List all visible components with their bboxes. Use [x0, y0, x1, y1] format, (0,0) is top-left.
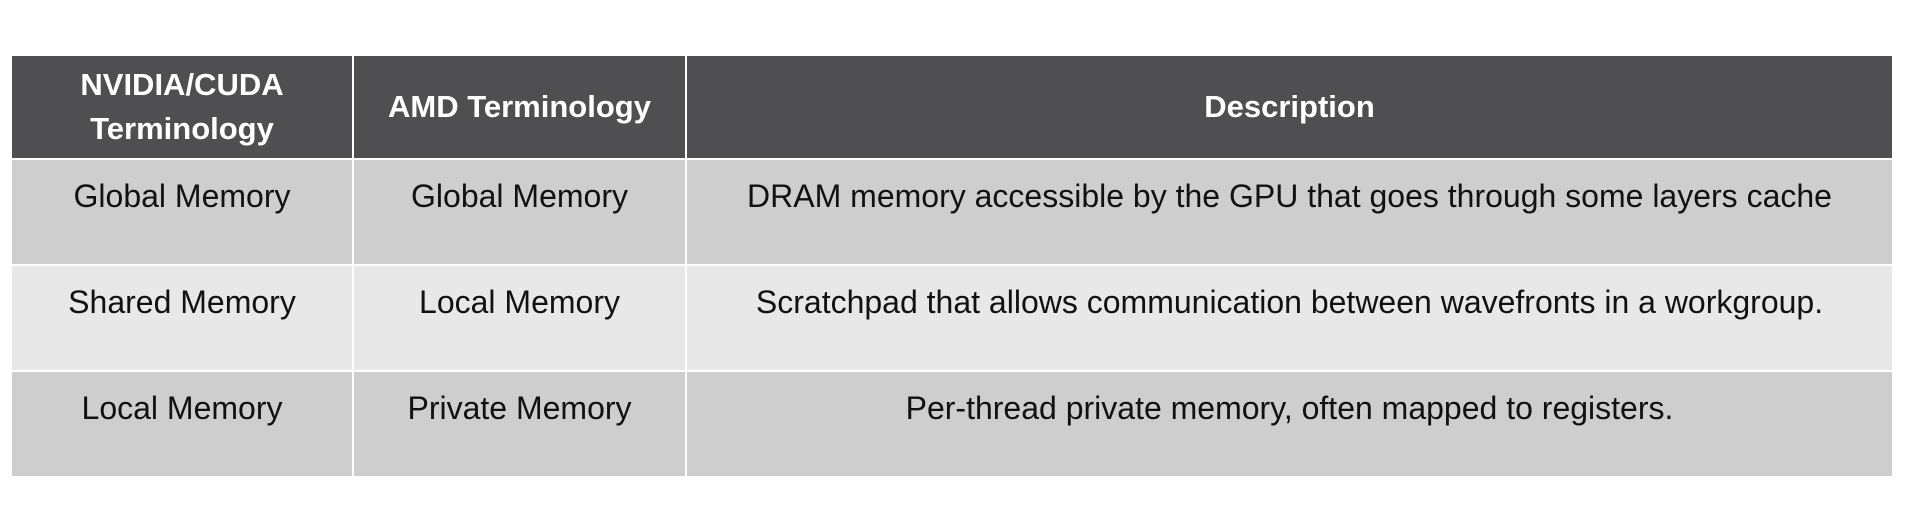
- header-description: Description: [685, 54, 1894, 160]
- cell-nvidia-term: Local Memory: [10, 370, 354, 478]
- cell-amd-term: Global Memory: [352, 158, 687, 266]
- cell-amd-term: Local Memory: [352, 264, 687, 372]
- table-header: NVIDIA/CUDA Terminology AMD Terminology …: [10, 54, 1894, 160]
- cell-description: DRAM memory accessible by the GPU that g…: [685, 158, 1894, 266]
- terminology-table-container: NVIDIA/CUDA Terminology AMD Terminology …: [10, 54, 1894, 478]
- cell-description: Scratchpad that allows communication bet…: [685, 264, 1894, 372]
- table-body: Global Memory Global Memory DRAM memory …: [10, 158, 1894, 478]
- header-amd: AMD Terminology: [352, 54, 687, 160]
- cell-nvidia-term: Global Memory: [10, 158, 354, 266]
- cell-nvidia-term: Shared Memory: [10, 264, 354, 372]
- table-row: Global Memory Global Memory DRAM memory …: [10, 158, 1894, 266]
- cell-description: Per-thread private memory, often mapped …: [685, 370, 1894, 478]
- header-row: NVIDIA/CUDA Terminology AMD Terminology …: [10, 54, 1894, 160]
- cell-amd-term: Private Memory: [352, 370, 687, 478]
- table-row: Shared Memory Local Memory Scratchpad th…: [10, 264, 1894, 372]
- header-nvidia-cuda: NVIDIA/CUDA Terminology: [10, 54, 354, 160]
- table-row: Local Memory Private Memory Per-thread p…: [10, 370, 1894, 478]
- terminology-table: NVIDIA/CUDA Terminology AMD Terminology …: [10, 54, 1894, 478]
